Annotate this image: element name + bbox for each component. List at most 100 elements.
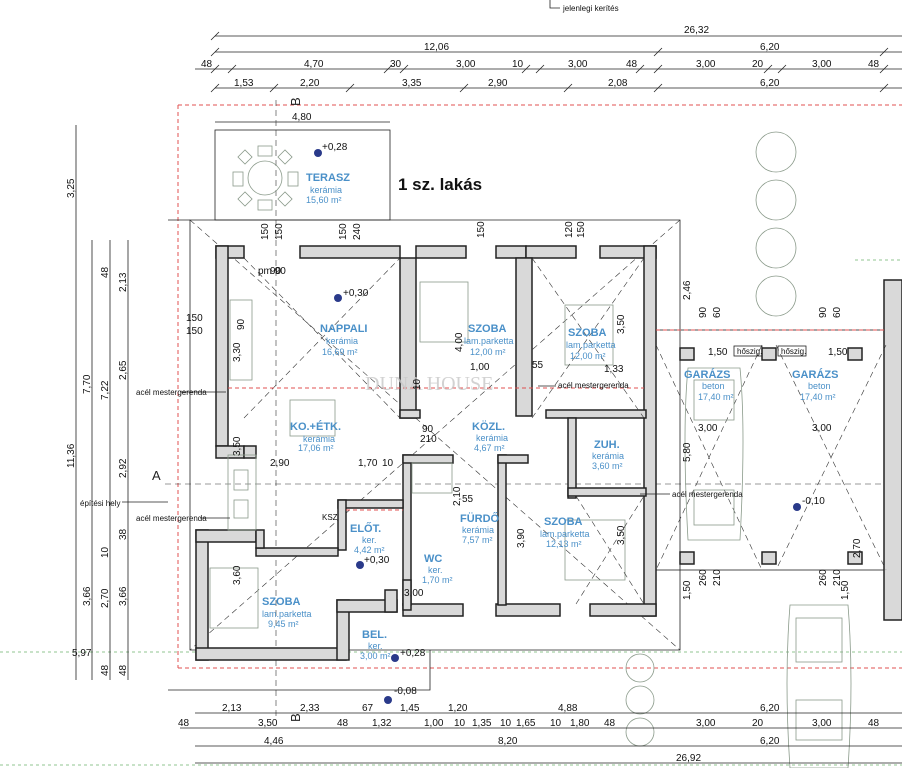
svg-text:2,90: 2,90 — [488, 78, 508, 89]
svg-text:ker.: ker. — [368, 641, 383, 651]
top-dim-6-20-a: 6,20 — [760, 42, 780, 53]
svg-text:17,06 m²: 17,06 m² — [298, 443, 334, 453]
svg-text:lam.parketta: lam.parketta — [566, 340, 616, 350]
svg-text:2,70: 2,70 — [100, 588, 111, 608]
svg-text:12,13 m²: 12,13 m² — [546, 539, 582, 549]
svg-text:2,20: 2,20 — [300, 78, 320, 89]
svg-text:48: 48 — [868, 59, 880, 70]
svg-text:6,20: 6,20 — [760, 736, 780, 747]
svg-text:90: 90 — [422, 424, 434, 435]
svg-text:3,66: 3,66 — [82, 586, 93, 606]
svg-text:acél mestergerenda: acél mestergerenda — [136, 388, 207, 397]
svg-text:10: 10 — [100, 546, 111, 558]
terrace-dim: 4,80 — [292, 112, 312, 123]
svg-text:3,00: 3,00 — [696, 59, 716, 70]
room-elot: ELŐT. ker. 4,42 m² — [350, 522, 385, 555]
svg-text:12,00 m²: 12,00 m² — [470, 347, 506, 357]
svg-text:4,88: 4,88 — [558, 703, 578, 714]
svg-text:48: 48 — [118, 664, 129, 676]
svg-text:1,20: 1,20 — [448, 703, 468, 714]
outer-walls — [195, 245, 657, 661]
svg-text:3,30: 3,30 — [232, 342, 243, 362]
svg-text:3,00 m²: 3,00 m² — [360, 651, 391, 661]
svg-text:GARÁZS: GARÁZS — [792, 368, 838, 381]
svg-text:lam.parketta: lam.parketta — [464, 336, 514, 346]
svg-text:48: 48 — [178, 718, 190, 729]
svg-text:150: 150 — [338, 223, 349, 240]
svg-text:4,67 m²: 4,67 m² — [474, 443, 505, 453]
svg-text:+0,30: +0,30 — [343, 288, 369, 299]
interior-walls — [255, 257, 647, 611]
svg-text:7,22: 7,22 — [100, 380, 111, 400]
svg-text:48: 48 — [100, 664, 111, 676]
svg-text:ZUH.: ZUH. — [594, 439, 620, 451]
svg-text:55: 55 — [532, 360, 544, 371]
svg-text:3,50: 3,50 — [616, 525, 627, 545]
svg-text:TERASZ: TERASZ — [306, 172, 350, 184]
bottom-dim-overall: 26,92 — [676, 753, 701, 764]
svg-text:3,50: 3,50 — [232, 436, 243, 456]
svg-text:30: 30 — [390, 59, 402, 70]
tree-icons — [625, 131, 797, 747]
svg-text:1,33: 1,33 — [604, 364, 624, 375]
svg-text:2,08: 2,08 — [608, 78, 628, 89]
room-bel: BEL. ker. 3,00 m² — [360, 629, 391, 661]
svg-text:4,42 m²: 4,42 m² — [354, 545, 385, 555]
svg-text:260: 260 — [818, 569, 829, 586]
svg-text:SZOBA: SZOBA — [568, 327, 607, 339]
svg-text:17,40 m²: 17,40 m² — [698, 392, 734, 402]
svg-text:3,00: 3,00 — [812, 59, 832, 70]
svg-text:3,60: 3,60 — [232, 565, 243, 585]
svg-text:SZOBA: SZOBA — [544, 516, 583, 528]
svg-text:10: 10 — [412, 378, 423, 390]
svg-text:1,50: 1,50 — [708, 347, 728, 358]
svg-text:1,35: 1,35 — [472, 718, 492, 729]
svg-text:3,90: 3,90 — [516, 528, 527, 548]
room-szoba-4: SZOBA lam.parketta 9,45 m² — [262, 596, 312, 629]
svg-text:8,20: 8,20 — [498, 736, 518, 747]
room-konyha: KO.+ÉTK. kerámia 17,06 m² — [290, 420, 341, 453]
svg-text:2,92: 2,92 — [118, 458, 129, 478]
svg-text:kerámia: kerámia — [303, 434, 335, 444]
svg-text:10: 10 — [454, 718, 466, 729]
room-kozl: KÖZL. kerámia 4,67 m² — [472, 420, 508, 453]
svg-text:+0,28: +0,28 — [322, 142, 348, 153]
bed-4 — [209, 567, 259, 629]
svg-text:240: 240 — [352, 223, 363, 240]
svg-text:20: 20 — [752, 59, 764, 70]
svg-text:WC: WC — [424, 553, 442, 565]
svg-text:KSZ: KSZ — [322, 513, 338, 522]
svg-text:beton: beton — [702, 381, 725, 391]
inner-dims: 150 240 150 150 120 150 150 90 150 150 9… — [186, 221, 863, 600]
svg-text:2,33: 2,33 — [300, 703, 320, 714]
svg-text:2,13: 2,13 — [222, 703, 242, 714]
svg-text:2,65: 2,65 — [118, 360, 129, 380]
svg-text:3,35: 3,35 — [402, 78, 422, 89]
terrace-table-icon — [232, 145, 299, 211]
svg-text:1,50: 1,50 — [682, 580, 693, 600]
svg-text:90: 90 — [236, 318, 247, 330]
svg-text:67: 67 — [362, 703, 374, 714]
svg-text:acél mestergerenda: acél mestergerenda — [672, 490, 743, 499]
svg-text:-0,08: -0,08 — [394, 686, 417, 697]
svg-text:7,70: 7,70 — [82, 374, 93, 394]
svg-text:210: 210 — [832, 569, 843, 586]
svg-text:4,46: 4,46 — [264, 736, 284, 747]
svg-text:38: 38 — [118, 528, 129, 540]
svg-text:3,00: 3,00 — [404, 588, 424, 599]
svg-text:48: 48 — [626, 59, 638, 70]
room-szoba-1: SZOBA lam.parketta 12,00 m² — [464, 323, 514, 357]
svg-text:12,00 m²: 12,00 m² — [570, 351, 606, 361]
hoszig-2: hőszig. — [781, 347, 806, 356]
svg-text:90: 90 — [270, 266, 282, 277]
svg-text:11,36: 11,36 — [66, 443, 77, 468]
svg-text:10: 10 — [500, 718, 512, 729]
svg-text:48: 48 — [100, 266, 111, 278]
svg-text:3,60 m²: 3,60 m² — [592, 461, 623, 471]
svg-text:1,53: 1,53 — [234, 78, 254, 89]
svg-text:48: 48 — [868, 718, 880, 729]
svg-text:150: 150 — [274, 223, 285, 240]
svg-text:3,00: 3,00 — [812, 423, 832, 434]
room-wc: WC ker. 1,70 m² — [422, 553, 453, 585]
